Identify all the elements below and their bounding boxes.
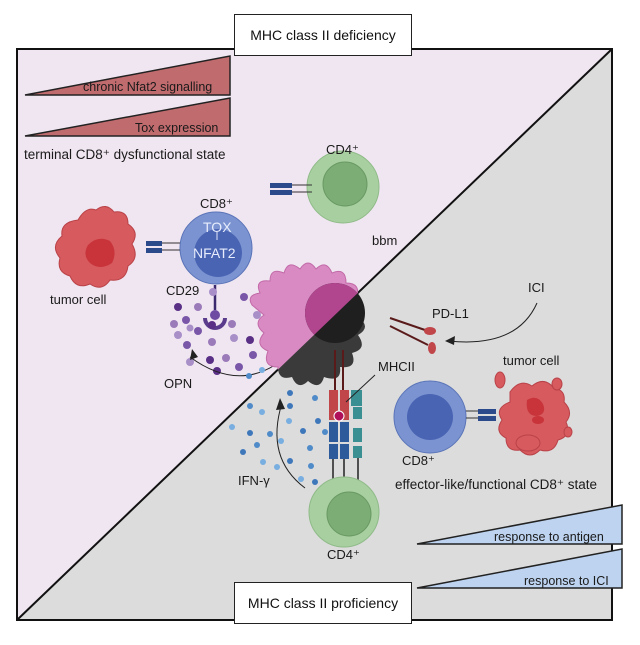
cd4-label-top: CD4⁺ [326, 142, 359, 157]
cd4-cell-bottom [308, 476, 380, 548]
particle [206, 356, 214, 364]
tumor-cell-top [55, 206, 136, 288]
particle [267, 431, 273, 437]
particle [240, 449, 246, 455]
particle [213, 367, 221, 375]
particle [307, 445, 313, 451]
particle [322, 429, 328, 435]
particle [183, 341, 191, 349]
mhcii-label: MHCII [378, 359, 415, 374]
particle [235, 363, 243, 371]
ifn-gamma-particles [229, 367, 328, 502]
ifn-gamma-label: IFN-γ [238, 473, 270, 488]
particle [253, 311, 261, 319]
particle [247, 430, 253, 436]
wedge-label-antigen: response to antigen [494, 530, 604, 544]
particle [249, 351, 257, 359]
cd29-ligand [210, 310, 220, 320]
bbm-cell [249, 262, 366, 386]
particle [246, 373, 252, 379]
particle [222, 354, 230, 362]
particle [312, 395, 318, 401]
opn-arrow [189, 356, 276, 377]
pd-l1-ligand [389, 317, 436, 354]
particle [259, 409, 265, 415]
particle [174, 303, 182, 311]
tcr-receptor-cd4-top [270, 183, 312, 195]
particle [300, 428, 306, 434]
wedge-label-ici: response to ICI [524, 574, 609, 588]
particle [174, 331, 182, 339]
cd4-cell-top [306, 150, 380, 224]
particle [186, 358, 194, 366]
particle [254, 442, 260, 448]
ici-label: ICI [528, 280, 545, 295]
ici-arrowhead [445, 336, 455, 345]
particle [287, 390, 293, 396]
wedge-label-nfat2: chronic Nfat2 signalling [83, 80, 213, 94]
cd29-receptor [203, 317, 227, 330]
wedge-tox [24, 97, 231, 137]
particle [274, 464, 280, 470]
opn-particles [170, 288, 261, 375]
title-deficiency: MHC class II deficiency [234, 14, 412, 56]
particle [259, 367, 265, 373]
pd-l1-label: PD-L1 [432, 306, 469, 321]
ifn-arrowhead [276, 398, 285, 410]
particle [228, 320, 236, 328]
particle [315, 418, 321, 424]
particle [209, 288, 217, 296]
particle [287, 403, 293, 409]
particle [278, 438, 284, 444]
cd8-label-top: CD8⁺ [200, 196, 233, 211]
cd8-label-bottom: CD8⁺ [402, 453, 435, 468]
particle [286, 418, 292, 424]
opn-arrowhead [190, 349, 198, 360]
title-proficiency: MHC class II proficiency [234, 582, 412, 624]
effector-state-label: effector-like/functional CD8⁺ state [395, 477, 597, 492]
opn-label: OPN [164, 376, 193, 391]
wedge-ici [416, 548, 623, 589]
tcr-receptor-top [146, 241, 180, 253]
particle [287, 458, 293, 464]
wedge-nfat2 [24, 55, 231, 96]
particle [246, 336, 254, 344]
terminal-state-label: terminal CD8⁺ dysfunctional state [24, 147, 226, 162]
particle [194, 303, 202, 311]
ici-arrow [448, 302, 538, 343]
particle [230, 334, 238, 342]
bbm-label: bbm [372, 233, 398, 248]
cd4-label-bottom: CD4⁺ [327, 547, 360, 562]
nfat2-label: NFAT2 [193, 245, 236, 261]
particle [208, 321, 216, 329]
cd29-label: CD29 [166, 283, 200, 298]
mhcii-complex [329, 350, 376, 490]
particle [260, 459, 266, 465]
particle [308, 463, 314, 469]
tumor-cell-label-top: tumor cell [50, 292, 107, 307]
particle [182, 316, 190, 324]
particle [208, 338, 216, 346]
particle [298, 476, 304, 482]
wedge-antigen [416, 504, 623, 545]
particle [312, 479, 318, 485]
tcr-receptor-bottom [466, 409, 496, 421]
tumor-cell-label-bottom: tumor cell [503, 353, 560, 368]
wedge-label-tox: Tox expression [135, 121, 219, 135]
particle [186, 324, 194, 332]
particle [194, 327, 202, 335]
particle [229, 424, 235, 430]
particle [170, 320, 178, 328]
tumor-cell-bottom [494, 371, 573, 456]
cd8-cell-bottom [393, 380, 467, 454]
tox-label: TOX [203, 219, 232, 235]
particle [240, 293, 248, 301]
ifn-arrow [276, 402, 306, 489]
particle [247, 403, 253, 409]
